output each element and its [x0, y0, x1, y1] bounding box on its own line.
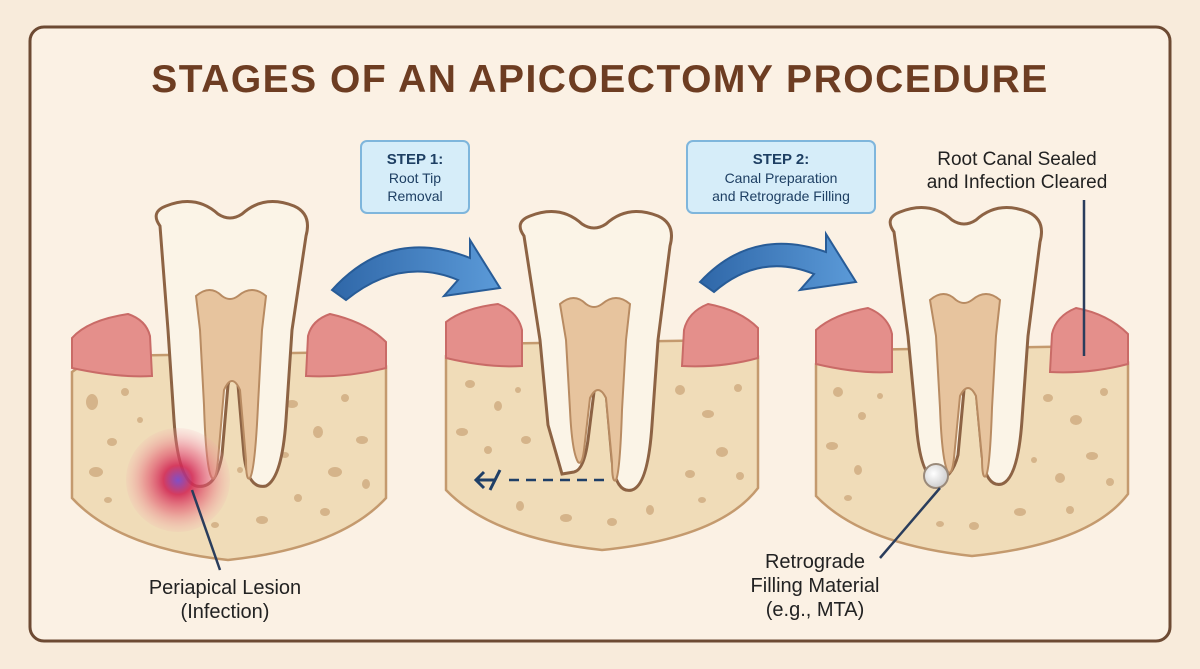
- retrograde-filling: [923, 463, 949, 489]
- step-1-heading: STEP 1:: [386, 151, 444, 168]
- pulp-2: [558, 297, 632, 482]
- bone-pores-2: [456, 380, 744, 526]
- step-1-box: STEP 1: Root Tip Removal: [360, 140, 470, 214]
- step-2-line-2: and Retrograde Filling: [712, 188, 850, 204]
- gum-1: [71, 312, 154, 378]
- panel-2-root-tip-removed: [444, 210, 760, 552]
- panel-1-infected-tooth: [70, 200, 388, 571]
- removed-tip-marker: [473, 469, 502, 491]
- arrow-2-curve: [698, 230, 858, 294]
- arrow-1-curve: [330, 236, 502, 302]
- gum-2b: [680, 302, 759, 368]
- sealed-label: Root Canal Sealed and Infection Cleared: [884, 148, 1150, 194]
- arrow-step-1: [330, 236, 502, 302]
- step-2-box: STEP 2: Canal Preparation and Retrograde…: [686, 140, 876, 214]
- gum-2: [445, 302, 523, 368]
- filling-label-line-2: Filling Material: [750, 575, 880, 597]
- panel-3-sealed-tooth: [814, 200, 1130, 559]
- sealed-label-line-1: Root Canal Sealed: [937, 149, 1097, 170]
- gum-3b: [1048, 306, 1129, 374]
- step-2-line-1: Canal Preparation: [724, 170, 838, 186]
- filling-label: Retrograde Filling Material (e.g., MTA): [700, 550, 930, 622]
- diagram-title: STAGES OF AN APICOECTOMY PROCEDURE: [151, 58, 1049, 101]
- filling-label-line-1: Retrograde: [764, 551, 866, 573]
- arrow-step-2: [698, 230, 858, 294]
- filling-label-line-3: (e.g., MTA): [765, 599, 865, 621]
- filling-leader: [879, 487, 941, 559]
- bone-pores-3: [826, 387, 1114, 530]
- lesion-leader: [190, 489, 222, 571]
- lesion-label-line-1: Periapical Lesion: [148, 577, 302, 599]
- gum-1b: [304, 312, 387, 378]
- step-2-heading: STEP 2:: [752, 151, 810, 168]
- step-1-line-2: Removal: [387, 188, 443, 204]
- lesion-label-line-2: (Infection): [180, 601, 270, 623]
- pulp-3: [928, 293, 1002, 478]
- gum-3: [815, 306, 893, 374]
- infection-lesion: [126, 428, 230, 532]
- sealed-label-line-2: and Infection Cleared: [926, 172, 1108, 193]
- lesion-label: Periapical Lesion (Infection): [110, 576, 340, 624]
- step-1-line-1: Root Tip: [388, 170, 442, 186]
- bone-pores-1: [86, 388, 370, 528]
